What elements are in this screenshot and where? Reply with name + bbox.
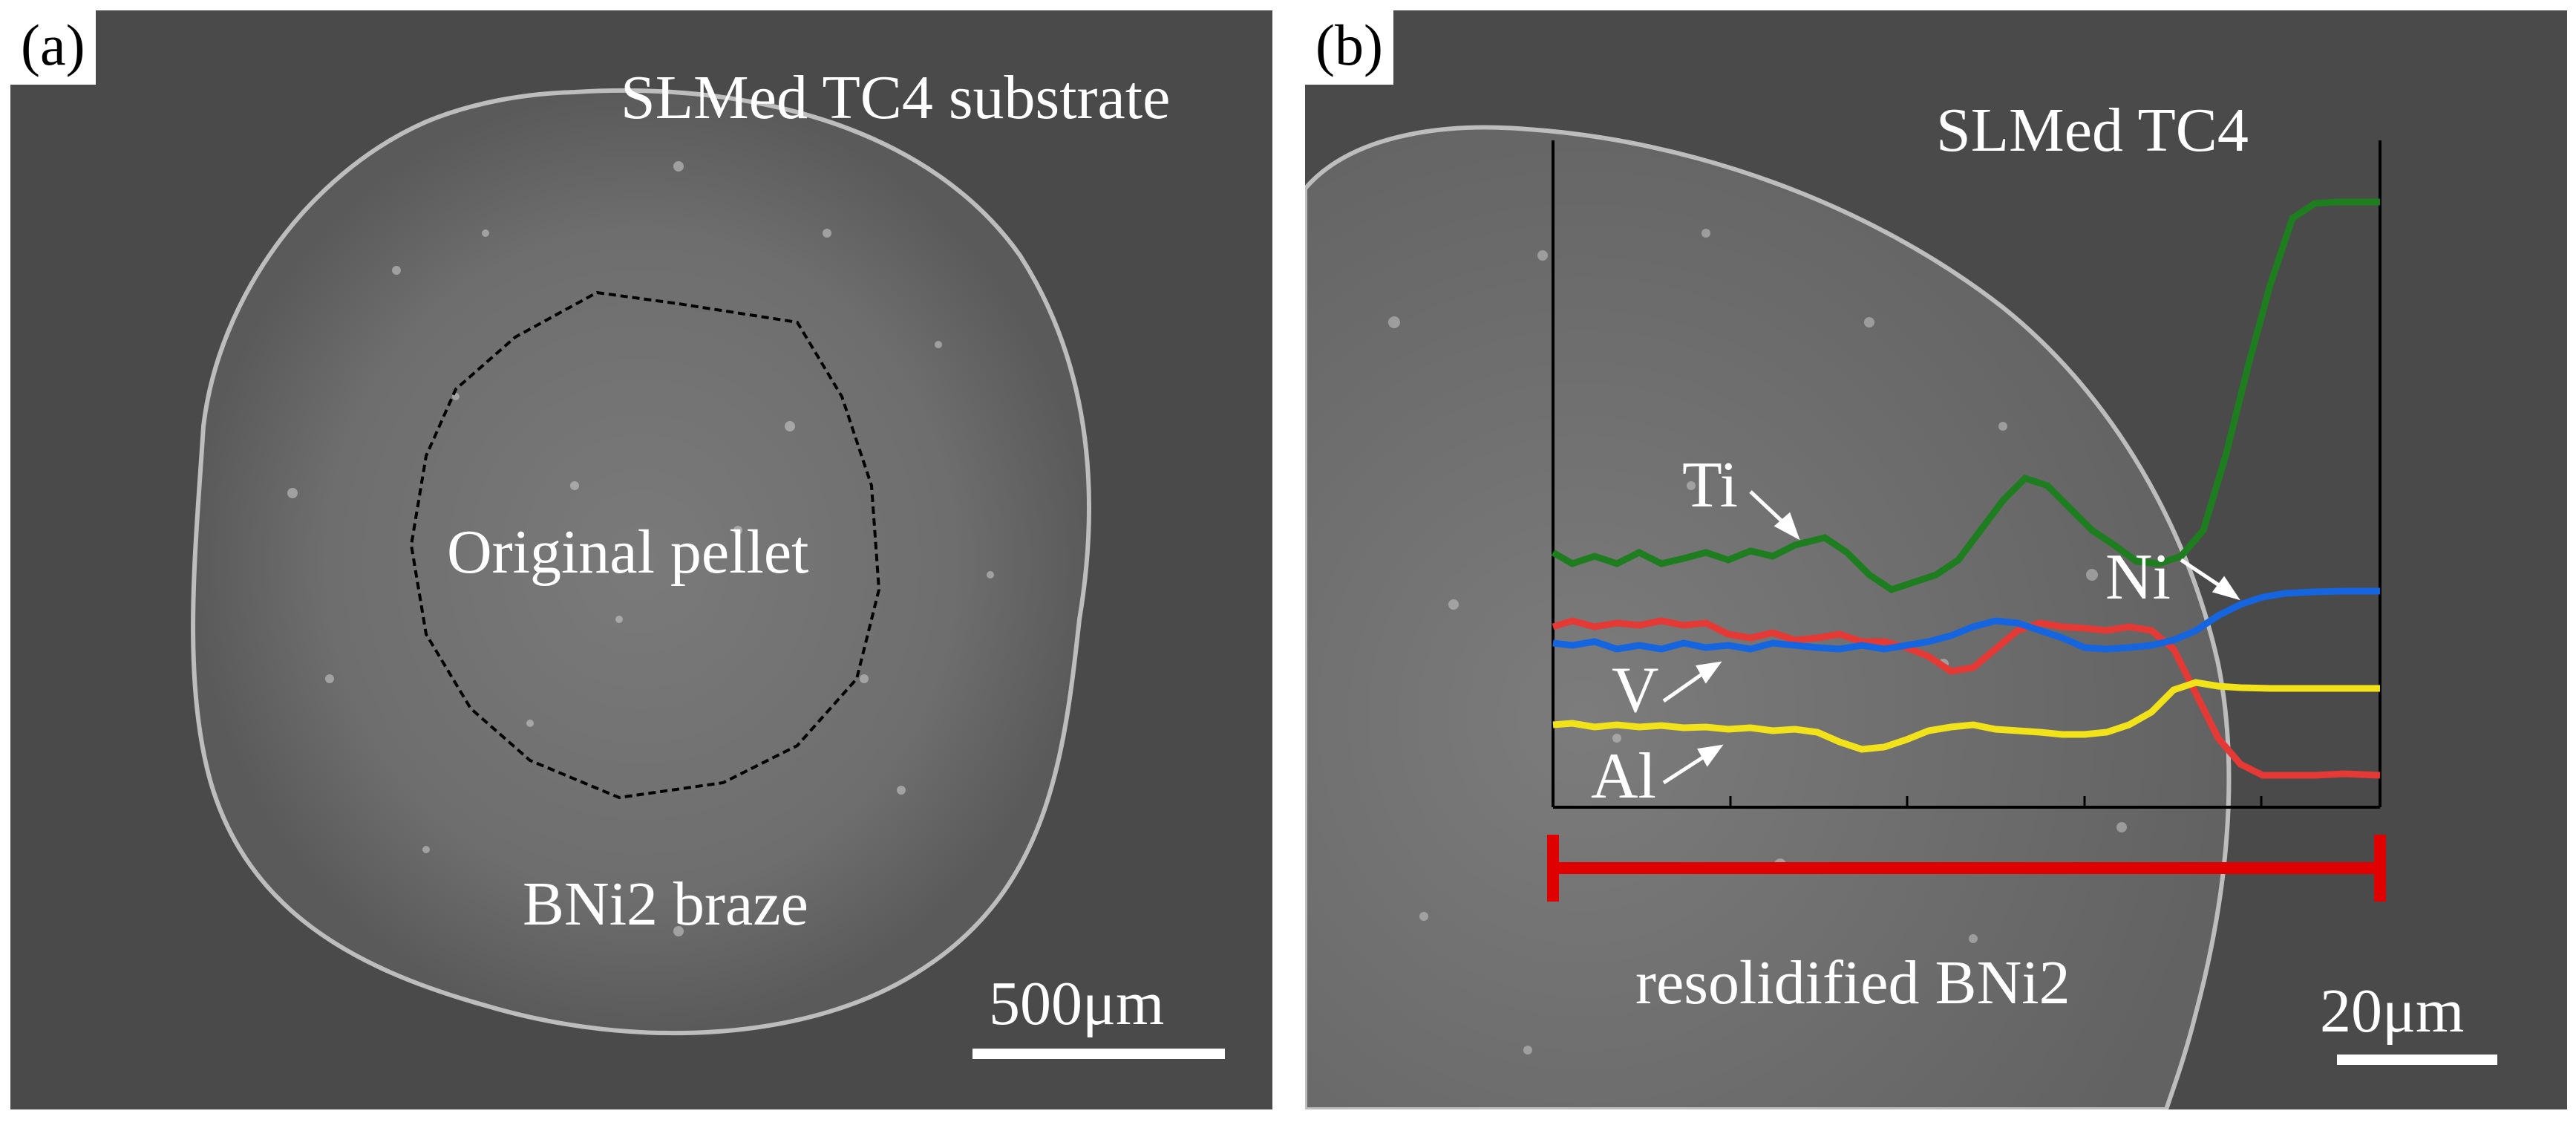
line-scan-overlay [1547,140,2386,902]
braze-disc [191,88,1091,1036]
panel-a-sem-image [10,10,1272,1109]
panel-b-region-label: resolidified BNi2 [1635,948,2070,1017]
original-pellet-outline [409,290,881,800]
series-al-line [1552,679,2380,753]
panel-a-tag: (a) [10,10,96,85]
series-ti-label: Ti [1682,449,1739,521]
panel-b: (b) SLMed TC4 resolidified BNi2 20μm Ti … [1305,10,2567,1109]
series-v-line [1552,587,2380,653]
series-ti-line [1551,198,2380,593]
panel-a-region-label: Original pellet [447,518,809,587]
panel-a-scale-bar [972,1049,1225,1059]
panel-a-scale-label: 500μm [989,969,1165,1038]
surface-texture [287,161,994,936]
plot-ticks [1729,796,2263,807]
series-ni-label: Ni [2105,541,2171,613]
panel-a: (a) SLMed TC4 substrate Original pellet … [10,10,1272,1109]
panel-a-substrate-label: SLMed TC4 substrate [621,63,1171,132]
label-arrows [1662,490,2240,785]
panel-b-scale-label: 20μm [2320,977,2465,1046]
series-al-label: Al [1591,740,1656,812]
panel-b-substrate-label: SLMed TC4 [1936,96,2249,165]
panel-b-tag: (b) [1305,10,1393,85]
scan-line-marker [1547,835,2386,902]
series-v-label: V [1612,654,1659,726]
series-ni-line [1552,617,2381,779]
panel-b-scale-bar [2337,1055,2497,1065]
panel-a-braze-label: BNi2 braze [523,870,808,939]
